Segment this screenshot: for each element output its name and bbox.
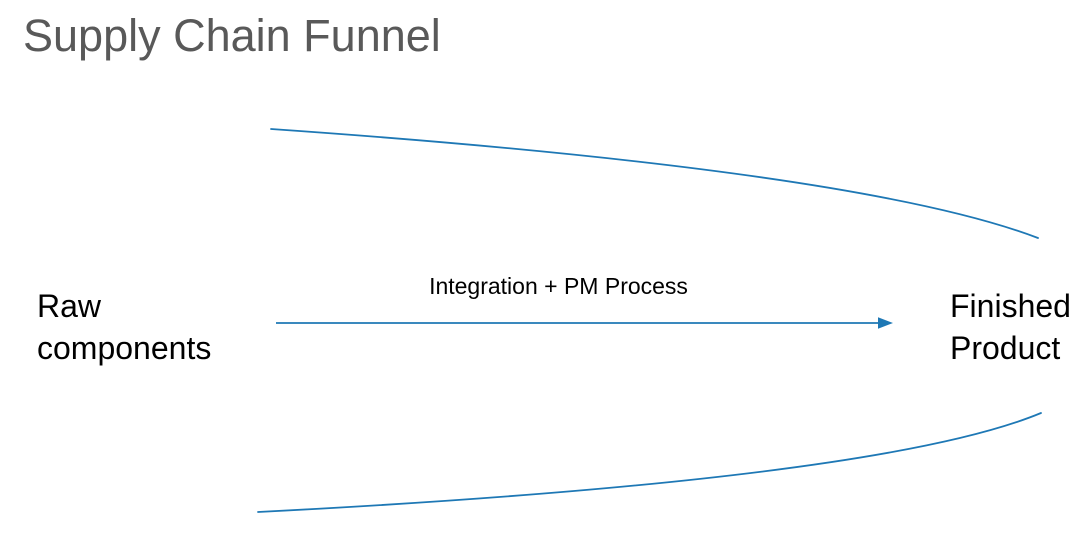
funnel-bottom-curve — [257, 412, 1042, 513]
page-title: Supply Chain Funnel — [23, 10, 441, 61]
funnel-top-curve — [270, 128, 1039, 239]
finished-product-label: Finished Product — [950, 288, 1071, 366]
process-arrow-head-icon — [878, 317, 893, 329]
integration-process-label: Integration + PM Process — [429, 273, 688, 299]
raw-components-label: Raw components — [37, 288, 212, 366]
